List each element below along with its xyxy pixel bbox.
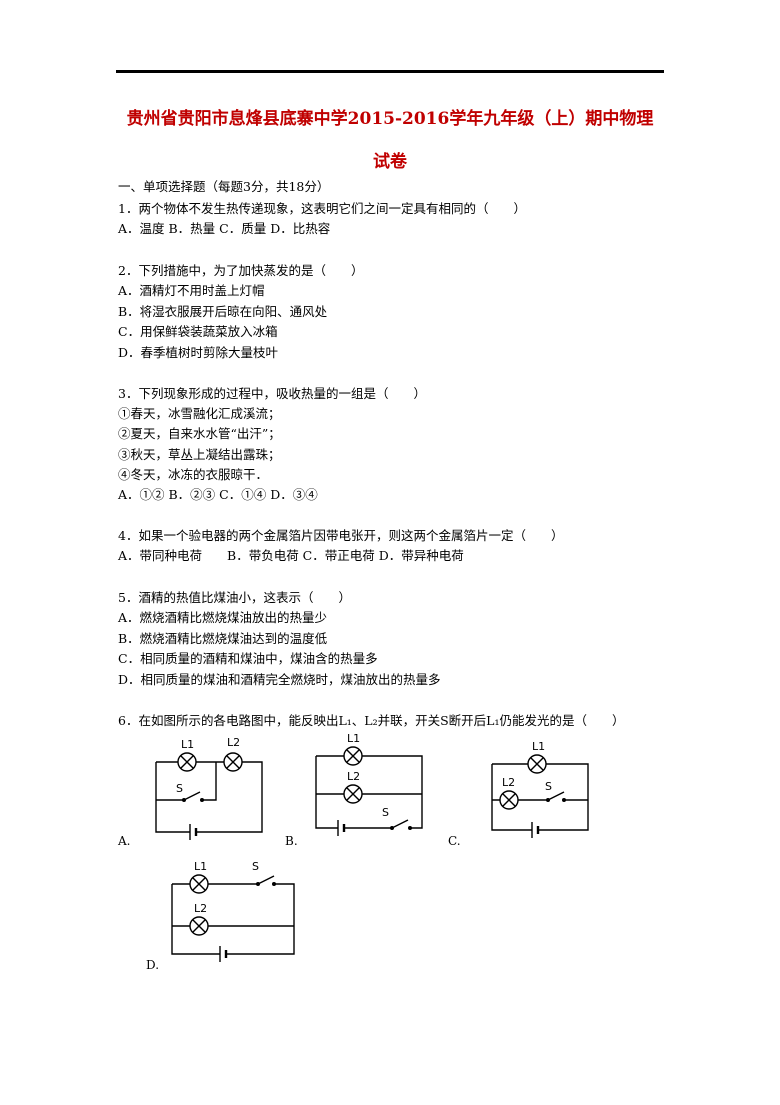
choice-b-label: B.	[285, 834, 298, 848]
question-3-statement-4: ④冬天，冰冻的衣服晾干．	[118, 467, 269, 482]
circuit-diagram-a: L1 L2 S	[155, 736, 263, 840]
circuit-d-label-l1: L1	[194, 860, 207, 873]
circuit-b-label-l1: L1	[347, 732, 360, 745]
question-3-statement-1: ①春天，冰雪融化汇成溪流；	[118, 406, 281, 421]
question-2-option-d: D．春季植树时剪除大量枝叶	[118, 345, 279, 360]
question-1-options: A．温度 B．热量 C．质量 D．比热容	[118, 221, 331, 236]
question-2-option-a: A．酒精灯不用时盖上灯帽	[118, 283, 265, 298]
circuit-c-label-l2: L2	[502, 776, 515, 789]
circuit-a-label-l2: L2	[227, 736, 240, 749]
circuit-diagram-d: L1 L2 S	[171, 860, 295, 962]
header-rule	[116, 70, 664, 73]
circuit-d-label-s: S	[252, 860, 259, 873]
question-2-option-b: B．将湿衣服展开后晾在向阳、通风处	[118, 304, 328, 319]
section-heading: 一、单项选择题（每题3分，共18分）	[118, 179, 330, 194]
question-6-stem: 6．在如图所示的各电路图中，能反映出L₁、L₂并联，开关S断开后L₁仍能发光的是…	[118, 713, 625, 728]
circuit-b-label-l2: L2	[347, 770, 360, 783]
question-5-option-b: B．燃烧酒精比燃烧煤油达到的温度低	[118, 631, 328, 646]
question-5-option-a: A．燃烧酒精比燃烧煤油放出的热量少	[118, 610, 328, 625]
circuit-diagram-b: L1 L2 S	[315, 732, 423, 836]
question-3-stem: 3．下列现象形成的过程中，吸收热量的一组是（ ）	[118, 386, 426, 401]
question-2-stem: 2．下列措施中，为了加快蒸发的是（ ）	[118, 263, 364, 278]
circuit-a-label-l1: L1	[181, 738, 194, 751]
choice-d-label: D.	[146, 958, 160, 972]
question-3-statement-3: ③秋天，草丛上凝结出露珠；	[118, 447, 281, 462]
circuit-a-label-s: S	[176, 782, 183, 795]
circuit-c-label-l1: L1	[532, 740, 545, 753]
page-title-continued: 试卷	[373, 152, 407, 172]
question-4-stem: 4．如果一个验电器的两个金属箔片因带电张开，则这两个金属箔片一定（ ）	[118, 528, 564, 543]
page-title: 贵州省贵阳市息烽县底寨中学2015-2016学年九年级（上）期中物理	[126, 109, 654, 129]
question-5-option-d: D．相同质量的煤油和酒精完全燃烧时，煤油放出的热量多	[118, 672, 441, 687]
question-3-options: A．①② B．②③ C．①④ D．③④	[118, 487, 318, 502]
question-5-stem: 5．酒精的热值比煤油小，这表示（ ）	[118, 590, 351, 605]
choice-c-label: C.	[448, 834, 461, 848]
circuit-d-label-l2: L2	[194, 902, 207, 915]
question-4-options: A．带同种电荷 B．带负电荷 C．带正电荷 D．带异种电荷	[118, 548, 464, 563]
question-1-stem: 1．两个物体不发生热传递现象，这表明它们之间一定具有相同的（ ）	[118, 201, 526, 216]
question-2-option-c: C．用保鲜袋装蔬菜放入冰箱	[118, 324, 278, 339]
circuit-b-label-s: S	[382, 806, 389, 819]
question-3-statement-2: ②夏天，自来水水管“出汗”；	[118, 426, 281, 441]
question-5-option-c: C．相同质量的酒精和煤油中，煤油含的热量多	[118, 651, 378, 666]
circuit-c-label-s: S	[545, 780, 552, 793]
circuit-diagram-c: L1 L2 S	[491, 740, 589, 838]
choice-a-label: A.	[118, 834, 131, 848]
